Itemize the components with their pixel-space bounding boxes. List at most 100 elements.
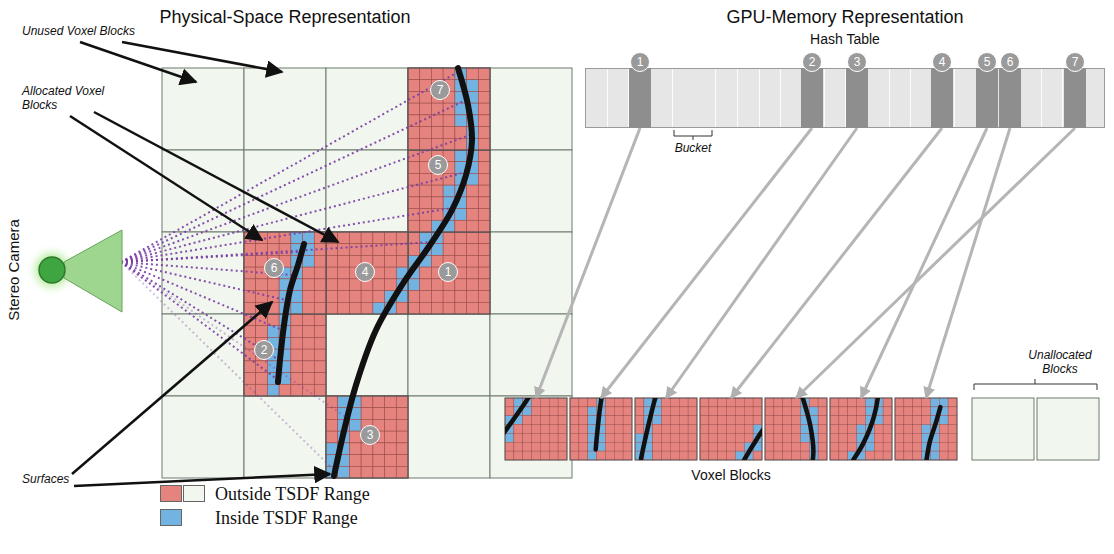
voxel-cell — [848, 398, 857, 407]
voxel-cell — [256, 279, 268, 291]
voxel-cell — [839, 451, 848, 460]
voxel-cell — [540, 433, 549, 442]
voxel-cell — [338, 232, 350, 244]
voxel-cell — [478, 220, 490, 232]
hash-entry: 5 — [976, 52, 998, 128]
voxel-cell — [570, 433, 579, 442]
voxel-cell — [744, 398, 753, 407]
voxel-cell — [818, 442, 827, 451]
hash-pointer — [601, 128, 812, 398]
voxel-cell — [930, 398, 939, 407]
voxel-cell — [588, 407, 597, 416]
voxel-cell — [291, 384, 303, 396]
voxel-cell — [948, 398, 957, 407]
voxel-cell — [478, 138, 490, 150]
voxel-cell — [303, 349, 315, 361]
voxel-cell — [455, 115, 467, 127]
voxel-cell — [700, 433, 709, 442]
voxel-cell — [614, 451, 623, 460]
voxel-cell — [291, 337, 303, 349]
voxel-cell — [830, 451, 839, 460]
hash-pointer — [536, 128, 640, 398]
entry-number: 1 — [637, 55, 644, 69]
voxel-cell — [670, 425, 679, 434]
voxel-cell — [373, 396, 385, 408]
voxel-cell — [579, 442, 588, 451]
voxel-cell — [744, 407, 753, 416]
voxel-cell — [349, 244, 361, 256]
voxel-cell — [349, 302, 361, 314]
unused-voxel-block — [408, 232, 490, 314]
voxel-cell — [396, 396, 408, 408]
voxel-cell — [478, 302, 490, 314]
entry-circle: 1 — [630, 52, 650, 72]
voxel-cell — [540, 425, 549, 434]
voxel-cell — [623, 442, 632, 451]
voxel-cell — [420, 103, 432, 115]
unused-voxel-block — [408, 396, 490, 478]
voxel-cell — [857, 398, 866, 407]
voxel-cell — [396, 466, 408, 478]
voxel-cell — [614, 398, 623, 407]
voxel-cell — [709, 433, 718, 442]
voxel-cell — [830, 433, 839, 442]
legend-swatch — [160, 509, 182, 526]
voxel-cell — [420, 138, 432, 150]
voxel-cell — [679, 398, 688, 407]
voxel-cell — [408, 220, 420, 232]
voxel-cell — [478, 162, 490, 174]
voxel-cell — [431, 68, 443, 80]
unallocated-block — [972, 398, 1034, 460]
entry-number: 6 — [1007, 55, 1014, 69]
voxel-cell — [857, 407, 866, 416]
unused-voxel-block — [244, 396, 326, 478]
voxel-cell — [314, 267, 326, 279]
voxel-cell — [765, 416, 774, 425]
hash-table-cells — [585, 68, 1105, 128]
leader-arrow — [94, 112, 338, 242]
hash-pointer — [926, 128, 1010, 398]
voxel-cell — [431, 185, 443, 197]
voxel-cell — [549, 407, 558, 416]
voxel-cell — [443, 115, 455, 127]
voxel-cell — [455, 150, 467, 162]
voxel-cell — [431, 115, 443, 127]
voxel-cell — [455, 255, 467, 267]
table-title: Hash Table — [585, 30, 1105, 48]
voxel-cell — [349, 419, 361, 431]
voxel-cell — [830, 398, 839, 407]
voxel-cell — [774, 433, 783, 442]
voxel-cell — [408, 162, 420, 174]
voxel-cell — [523, 451, 532, 460]
voxel-cell — [408, 232, 420, 244]
panel-heading: GPU-Memory Representation — [695, 6, 995, 28]
voxel-cell — [385, 443, 397, 455]
voxel-cell — [895, 433, 904, 442]
voxel-cell — [774, 425, 783, 434]
annotation-label: Allocated Voxel Blocks — [22, 84, 107, 112]
voxel-cell — [558, 407, 567, 416]
voxel-cell — [420, 279, 432, 291]
voxel-cell — [244, 373, 256, 385]
voxel-cell — [532, 407, 541, 416]
voxel-cell — [455, 209, 467, 221]
voxel-cell — [883, 407, 892, 416]
voxel-cell — [385, 455, 397, 467]
voxel-cell — [314, 326, 326, 338]
voxel-cell — [839, 416, 848, 425]
voxel-cell — [774, 451, 783, 460]
voxel-cell — [279, 384, 291, 396]
voxel-cell — [662, 407, 671, 416]
voxel-cell — [874, 433, 883, 442]
voxel-cell — [792, 451, 801, 460]
voxel-cell — [455, 291, 467, 303]
voxel-cell — [930, 451, 939, 460]
voxel-cell — [558, 416, 567, 425]
voxel-cell — [303, 302, 315, 314]
voxel-cell — [408, 173, 420, 185]
voxel-cell — [922, 407, 931, 416]
voxel-cell — [874, 425, 883, 434]
unallocated-block — [1037, 398, 1099, 460]
voxel-cell — [818, 398, 827, 407]
voxel-cell — [291, 349, 303, 361]
